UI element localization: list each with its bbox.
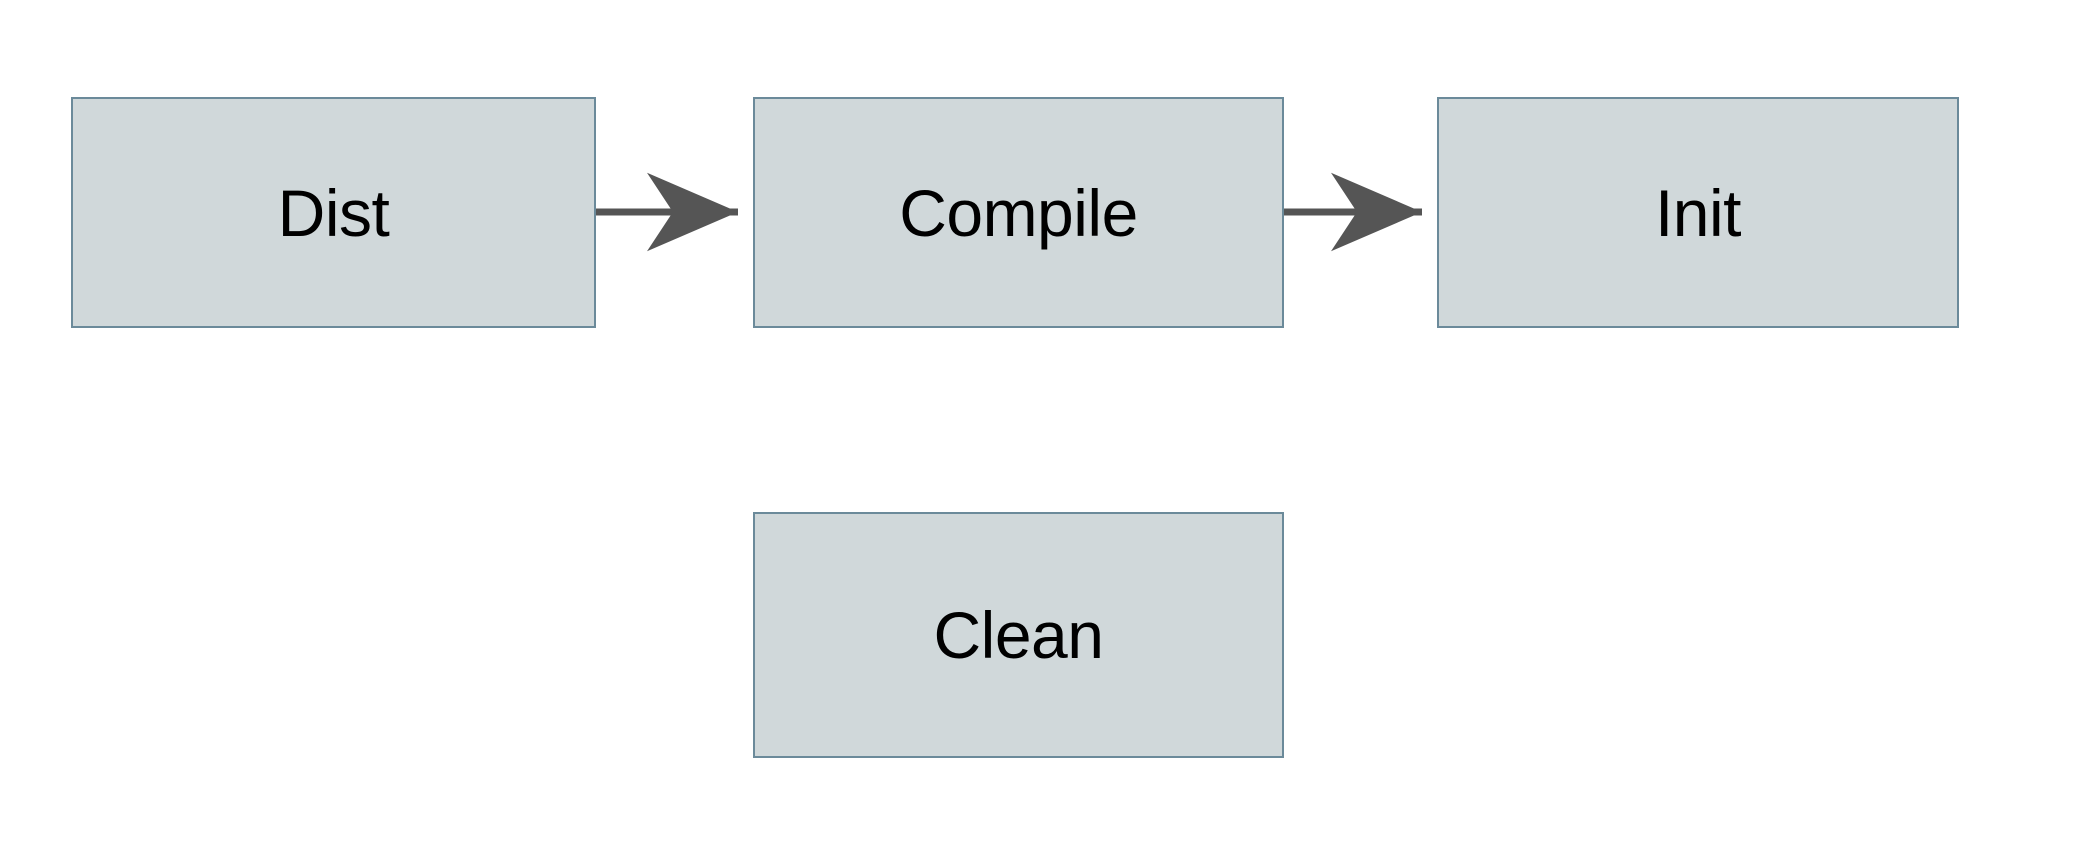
- node-clean-label: Clean: [933, 598, 1104, 672]
- node-compile-label: Compile: [899, 175, 1138, 250]
- node-clean[interactable]: Clean: [753, 512, 1284, 758]
- node-compile[interactable]: Compile: [753, 97, 1284, 328]
- node-init-label: Init: [1654, 175, 1742, 250]
- node-dist-label: Dist: [277, 175, 390, 250]
- node-init[interactable]: Init: [1437, 97, 1959, 328]
- node-dist[interactable]: Dist: [71, 97, 596, 328]
